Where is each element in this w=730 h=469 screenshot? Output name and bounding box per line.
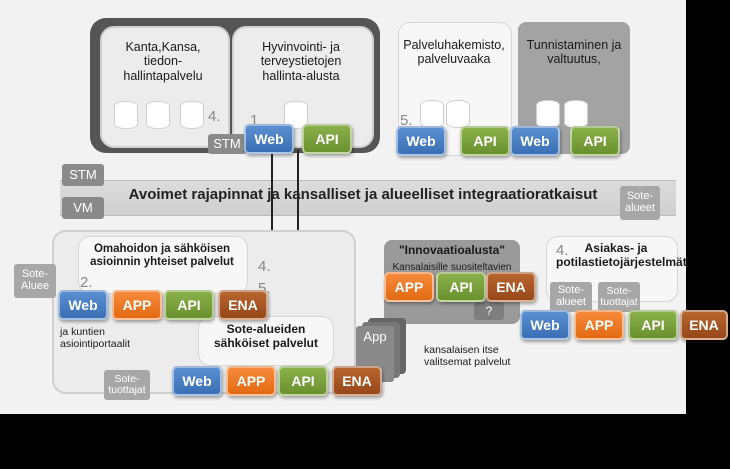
- app-badge: APP: [112, 290, 162, 320]
- ena-badge: ENA: [486, 272, 536, 302]
- client-sote-alueet-tag: Sote-alueet: [550, 282, 592, 312]
- number-label: 2.: [80, 274, 93, 291]
- database-icon: [446, 100, 470, 128]
- api-badge: API: [302, 124, 352, 154]
- innovation-subtitle: Kansalaisille suositeltavien: [392, 262, 512, 273]
- question-tag: ?: [474, 302, 504, 320]
- stm-side-tag: STM: [62, 164, 104, 186]
- wellbeing-platform-label: Hyvinvointi- ja terveystietojen hallinta…: [260, 40, 342, 83]
- stm-tag: STM: [208, 134, 246, 154]
- ena-badge: ENA: [332, 366, 382, 396]
- app-stack-caption: kansalaisen itse valitsemat palvelut: [424, 344, 511, 369]
- app-badge: APP: [226, 366, 276, 396]
- web-badge: Web: [520, 310, 570, 340]
- kanta-label: Kanta,Kansa, tiedon-hallintapalvelu: [123, 40, 203, 83]
- regional-eservices-label: Sote-alueiden sähköiset palvelut: [213, 322, 319, 350]
- number-label: 1: [250, 112, 259, 129]
- web-badge: Web: [510, 126, 560, 156]
- web-badge: Web: [396, 126, 446, 156]
- number-label: 4.: [556, 242, 569, 259]
- api-badge: API: [570, 126, 620, 156]
- number-label: 5.: [400, 112, 413, 129]
- integration-band-label: Avoimet rajapinnat ja kansalliset ja alu…: [128, 186, 598, 203]
- database-icon: [564, 100, 588, 128]
- app-badge: APP: [574, 310, 624, 340]
- integration-band: [60, 180, 676, 216]
- web-badge: Web: [58, 290, 108, 320]
- web-badge: Web: [244, 124, 294, 154]
- app-badge: APP: [384, 272, 434, 302]
- number-label: 4.: [208, 108, 221, 125]
- vm-side-tag: VM: [62, 197, 104, 219]
- api-badge: API: [628, 310, 678, 340]
- api-badge: API: [436, 272, 486, 302]
- sote-tuottajat-tag: Sote-tuottajat: [104, 370, 150, 400]
- kunta-portals-label: ja kuntien asiointiportaalit: [60, 326, 131, 351]
- database-icon: [536, 100, 560, 128]
- client-systems-label: Asiakas- ja potilastietojärjestelmät: [556, 241, 686, 269]
- number-label: 4.: [258, 258, 271, 275]
- innovation-title: "Innovaatioalusta": [398, 243, 506, 257]
- api-badge: API: [278, 366, 328, 396]
- service-directory-label: Palveluhakemisto, palveluvaaka: [403, 38, 505, 67]
- web-badge: Web: [172, 366, 222, 396]
- ena-badge: ENA: [680, 310, 728, 340]
- database-icon: [180, 101, 204, 129]
- auth-label: Tunnistaminen ja valtuutus,: [526, 38, 622, 67]
- database-icon: [146, 101, 170, 129]
- sote-alue-tag: Sote-Aluee: [14, 264, 56, 298]
- connector-line: [271, 150, 273, 242]
- client-sote-tuottajat-tag: Sote-tuottajat: [598, 282, 640, 312]
- shared-services-label: Omahoidon ja sähköisen asioinnin yhteise…: [90, 243, 234, 269]
- ena-badge: ENA: [218, 290, 268, 320]
- database-icon: [114, 101, 138, 129]
- shared-services-box: [78, 236, 248, 294]
- sote-alueet-tag: Sote-alueet: [620, 186, 660, 220]
- database-icon: [420, 100, 444, 128]
- api-badge: API: [460, 126, 510, 156]
- architecture-diagram: Kanta,Kansa, tiedon-hallintapalvelu Hyvi…: [0, 0, 686, 414]
- api-badge: API: [164, 290, 214, 320]
